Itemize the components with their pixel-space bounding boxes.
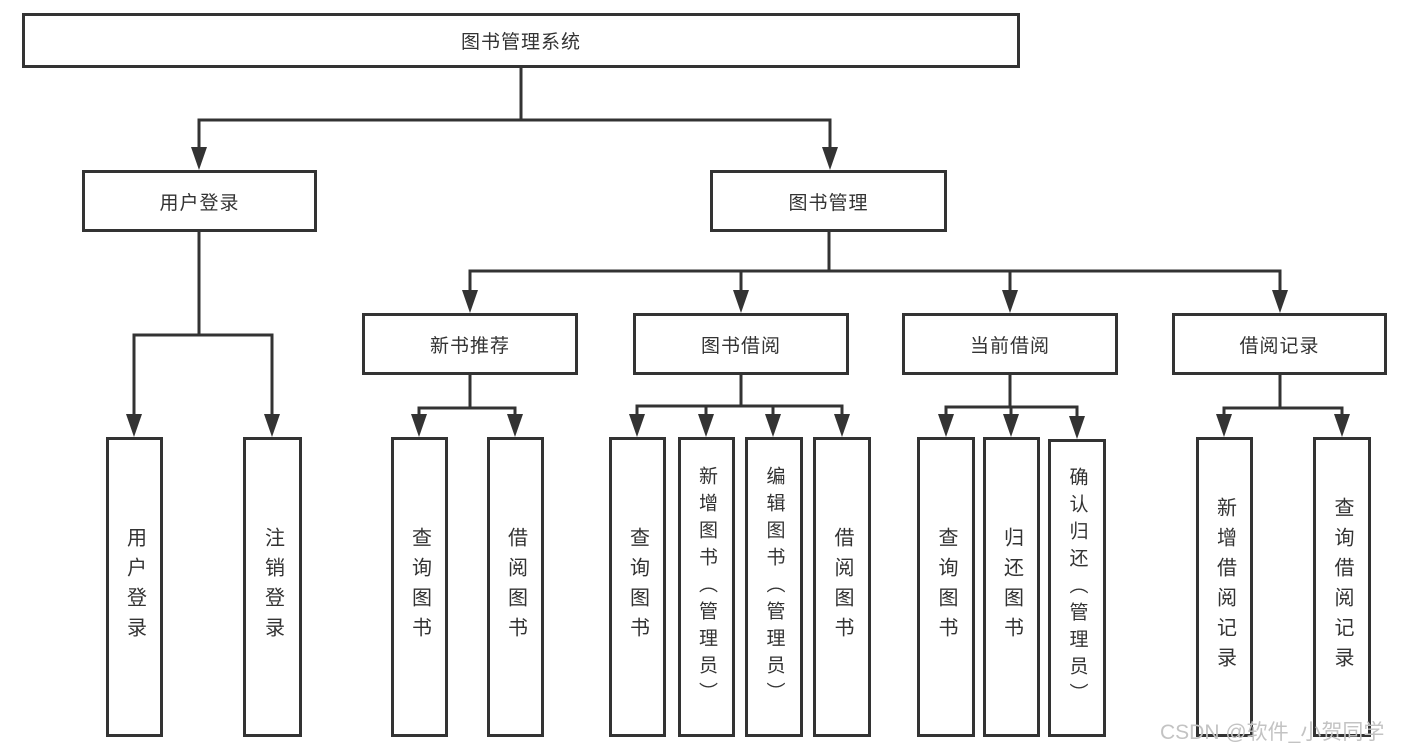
leaf-label: 借阅图书 (504, 527, 527, 647)
node-label: 图书管理 (788, 192, 869, 214)
leaf-label: 查询借阅记录 (1331, 497, 1353, 677)
leaf-label: 新增图书（管理员） (696, 465, 717, 709)
leaf-add-books-admin: 新增图书（管理员） (678, 437, 735, 737)
leaf-label: 查询图书 (935, 527, 957, 647)
leaf-query-borrow-record: 查询借阅记录 (1313, 437, 1371, 737)
node-library-management-system: 图书管理系统 (22, 13, 1020, 68)
leaf-label: 新增借阅记录 (1213, 497, 1236, 677)
leaf-label: 查询图书 (408, 527, 431, 647)
leaf-label: 用户登录 (123, 527, 146, 647)
leaf-label: 查询图书 (626, 527, 649, 647)
node-label: 新书推荐 (429, 335, 510, 357)
leaf-label: 注销登录 (261, 527, 284, 647)
leaf-user-login: 用户登录 (106, 437, 163, 737)
node-book-borrowing: 图书借阅 (633, 313, 849, 375)
node-user-login: 用户登录 (82, 170, 317, 232)
node-new-book-recommend: 新书推荐 (362, 313, 578, 375)
node-borrowing-records: 借阅记录 (1172, 313, 1387, 375)
leaf-borrow-books-recommend: 借阅图书 (487, 437, 544, 737)
leaf-logout: 注销登录 (243, 437, 302, 737)
node-label: 图书管理系统 (460, 32, 581, 53)
leaf-label: 归还图书 (1000, 527, 1023, 647)
leaf-label: 借阅图书 (831, 527, 853, 647)
leaf-return-books: 归还图书 (983, 437, 1040, 737)
node-current-borrowing: 当前借阅 (902, 313, 1118, 375)
leaf-confirm-return-admin: 确认归还（管理员） (1048, 439, 1106, 737)
node-label: 图书借阅 (700, 335, 781, 357)
node-label: 当前借阅 (969, 335, 1050, 357)
leaf-query-books-current: 查询图书 (917, 437, 975, 737)
leaf-query-books-borrow: 查询图书 (609, 437, 666, 737)
node-book-management: 图书管理 (710, 170, 947, 232)
node-label: 借阅记录 (1239, 335, 1320, 357)
leaf-add-borrow-record: 新增借阅记录 (1196, 437, 1253, 737)
leaf-borrow-books: 借阅图书 (813, 437, 871, 737)
leaf-edit-books-admin: 编辑图书（管理员） (745, 437, 803, 737)
leaf-label: 确认归还（管理员） (1066, 466, 1088, 710)
connector-paths (132, 68, 1344, 419)
leaf-label: 编辑图书（管理员） (763, 465, 785, 709)
leaf-query-books-recommend: 查询图书 (391, 437, 448, 737)
node-label: 用户登录 (159, 192, 240, 214)
arrowheads (126, 147, 1350, 439)
